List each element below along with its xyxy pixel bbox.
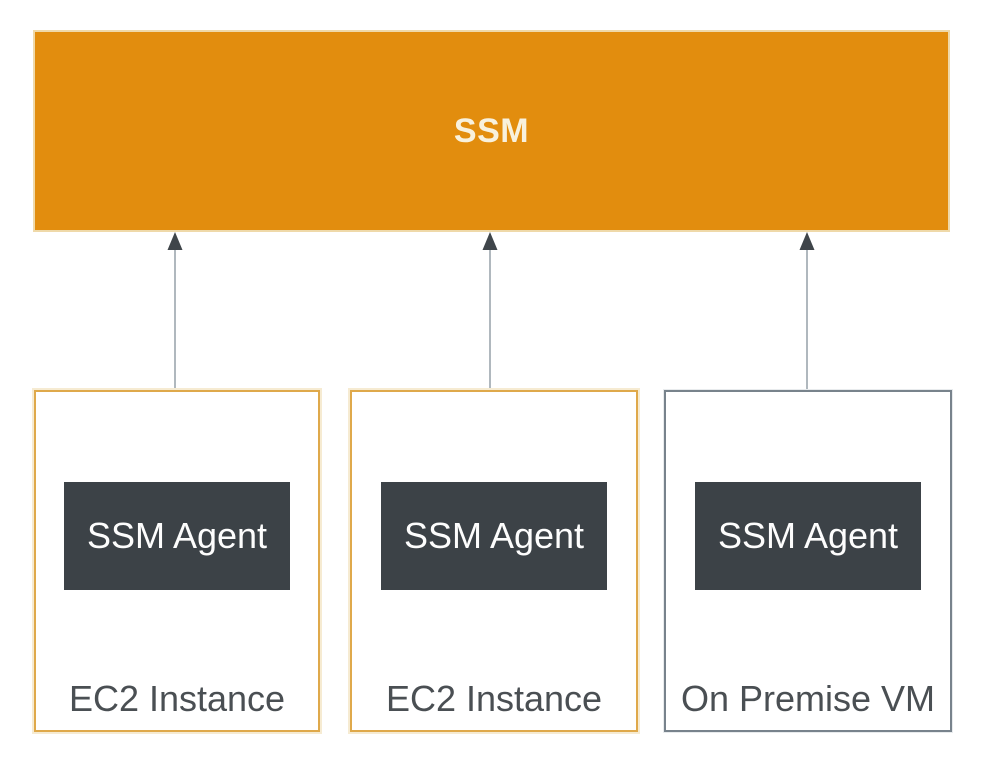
agent-node-1: SSM Agent xyxy=(64,482,290,590)
agent-node-2: SSM Agent xyxy=(381,482,607,590)
agent-node-3: SSM Agent xyxy=(695,482,921,590)
instance-card-ec2-1: SSM Agent EC2 Instance xyxy=(34,390,320,732)
agent-node-label: SSM Agent xyxy=(86,515,268,556)
instance-card-on-premise-vm: SSM Agent On Premise VM xyxy=(664,390,952,732)
ssm-node: SSM xyxy=(33,30,950,232)
ssm-node-label: SSM xyxy=(453,111,530,150)
instance-card-label: EC2 Instance xyxy=(385,678,603,719)
agent-node-label: SSM Agent xyxy=(403,515,585,556)
instance-card-ec2-2: SSM Agent EC2 Instance xyxy=(350,390,638,732)
agent-node-label: SSM Agent xyxy=(717,515,899,556)
instance-card-label: EC2 Instance xyxy=(68,678,286,719)
instance-card-label: On Premise VM xyxy=(680,678,936,719)
